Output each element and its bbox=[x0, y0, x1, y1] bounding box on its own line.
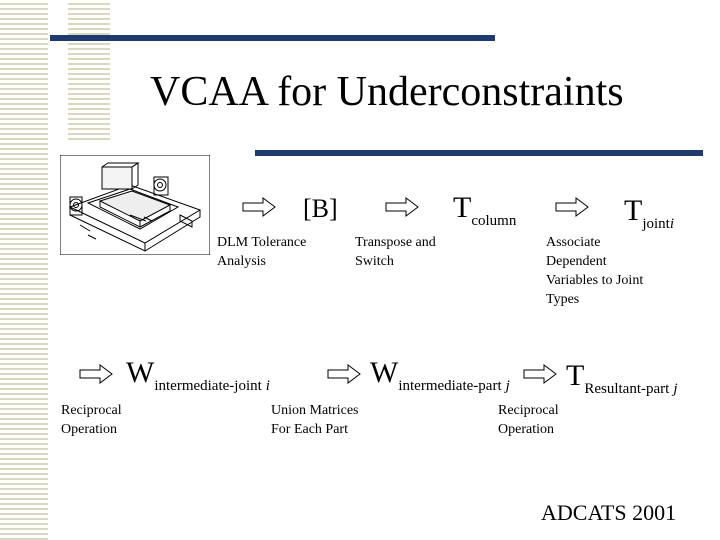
label-union-matrices: Union Matrices For Each Part bbox=[271, 403, 359, 437]
label-dlm-tolerance: DLM Tolerance Analysis bbox=[217, 235, 307, 269]
footer-text: ADCATS 2001 bbox=[541, 500, 677, 525]
label-reciprocal-operation-1: Reciprocal Operation bbox=[61, 403, 122, 437]
assembly-mechanism-image bbox=[60, 155, 210, 255]
decorative-stripes-top bbox=[68, 0, 110, 140]
arrow-6 bbox=[523, 364, 557, 384]
arrow-3 bbox=[555, 197, 589, 217]
decorative-stripes-left bbox=[0, 0, 48, 540]
t-column-symbol: Tcolumn bbox=[453, 191, 517, 229]
b-matrix-symbol: [B] bbox=[303, 194, 338, 223]
accent-bar-middle bbox=[255, 150, 703, 156]
label-reciprocal-operation-2: Reciprocal Operation bbox=[498, 403, 559, 437]
w-intermediate-joint-symbol: Wintermediate-joint i bbox=[126, 356, 270, 394]
arrow-1 bbox=[242, 197, 276, 217]
t-resultant-part-symbol: TResultant-part j bbox=[566, 359, 678, 397]
label-transpose-switch: Transpose and Switch bbox=[355, 235, 436, 269]
accent-bar-top bbox=[50, 35, 495, 41]
t-joint-symbol: Tjointi bbox=[624, 194, 675, 232]
slide-title: VCAA for Underconstraints bbox=[150, 69, 624, 115]
arrow-5 bbox=[327, 364, 361, 384]
w-intermediate-part-symbol: Wintermediate-part j bbox=[370, 356, 510, 394]
arrow-4 bbox=[79, 364, 113, 384]
label-associate-variables: Associate Dependent Variables to Joint T… bbox=[546, 235, 644, 307]
arrow-2 bbox=[385, 197, 419, 217]
